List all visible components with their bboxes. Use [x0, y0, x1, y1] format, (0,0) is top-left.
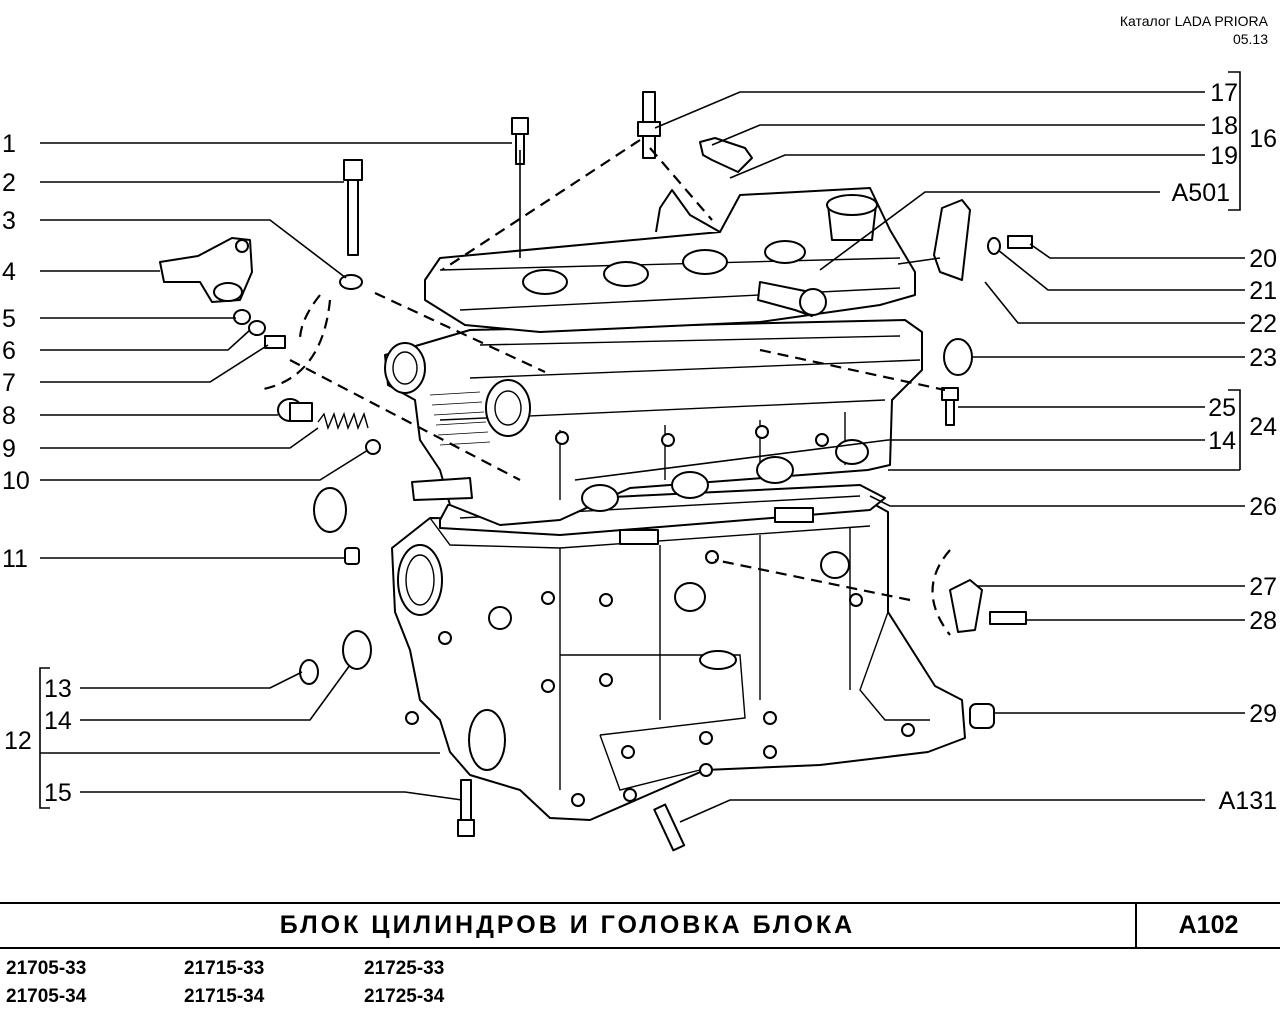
model-code: 21705-34 [6, 986, 87, 1007]
head-fins [429, 391, 491, 446]
part-15-bolt [457, 779, 475, 837]
part-2-long-bolt [343, 159, 363, 256]
callout-2: 2 [2, 169, 16, 197]
part-7-bolt [264, 335, 286, 349]
diagram-code: A102 [1178, 911, 1239, 939]
cylinder-head [384, 319, 923, 526]
part-8-plunger [277, 398, 313, 422]
part-22-bracket [933, 199, 971, 281]
part-18-hose [699, 137, 753, 173]
part-3-washer [339, 274, 363, 290]
callout-5: 5 [2, 305, 16, 333]
part-4-sensor [159, 237, 253, 303]
part-20-bolt [1007, 235, 1033, 249]
part-11-bushing [344, 547, 360, 565]
callout-21: 21 [1249, 277, 1277, 305]
model-code: 21715-34 [184, 986, 265, 1007]
callout-22: 22 [1249, 310, 1277, 338]
part-25-bolt [941, 387, 959, 426]
cylinder-block [391, 501, 966, 821]
callout-12: 12 [4, 727, 32, 755]
callout-20: 20 [1249, 245, 1277, 273]
camshaft-cover [424, 187, 916, 333]
small-parts [159, 91, 1033, 852]
group-brackets [39, 71, 1241, 809]
callout-27: 27 [1249, 573, 1277, 601]
part-29-dowel [969, 703, 995, 729]
callout-14-right: 14 [1208, 427, 1236, 455]
callout-24: 24 [1249, 413, 1277, 441]
callout-18: 18 [1210, 112, 1238, 140]
callout-29: 29 [1249, 700, 1277, 728]
title-block: БЛОК ЦИЛИНДРОВ И ГОЛОВКА БЛОКА A102 [0, 902, 1280, 949]
catalog-title: Каталог LADA PRIORA [1119, 13, 1268, 29]
callout-25: 25 [1208, 394, 1236, 422]
model-code: 21715-33 [184, 958, 265, 979]
callout-26: 26 [1249, 493, 1277, 521]
callout-23: 23 [1249, 344, 1277, 372]
dashed-assembly-lines [257, 139, 951, 636]
part-28-bolt [989, 611, 1027, 625]
part-10-ball [365, 439, 381, 455]
callout-17: 17 [1210, 79, 1238, 107]
part-13-plug [299, 659, 319, 685]
head-ports [555, 425, 869, 512]
part-27-sensor [949, 579, 983, 633]
callout-1: 1 [2, 130, 16, 158]
part-6-washer [248, 320, 266, 336]
callout-10: 10 [2, 467, 30, 495]
callout-a131: A131 [1219, 787, 1277, 815]
callout-28: 28 [1249, 607, 1277, 635]
callout-14-left: 14 [44, 707, 72, 735]
part-9-spring [317, 411, 369, 431]
callout-a501: A501 [1172, 179, 1230, 207]
part-seal-left [313, 487, 347, 533]
callout-4: 4 [2, 258, 16, 286]
callout-3: 3 [2, 207, 16, 235]
part-14-seal [342, 630, 372, 670]
callout-9: 9 [2, 435, 16, 463]
callout-8: 8 [2, 402, 16, 430]
catalog-date: 05.13 [1232, 31, 1268, 47]
callouts-left: 1 2 3 4 5 6 7 8 9 10 11 13 14 12 15 [2, 130, 72, 807]
catalog-header: Каталог LADA PRIORA 05.13 [1120, 12, 1268, 48]
part-21-washer [987, 237, 1001, 255]
part-a131-pin [653, 803, 686, 852]
callout-11: 11 [2, 545, 28, 573]
model-code: 21705-33 [6, 958, 87, 979]
engine-illustration [159, 91, 1033, 852]
part-19-pipe [655, 189, 721, 233]
callout-15: 15 [44, 779, 72, 807]
model-code: 21725-34 [364, 986, 445, 1007]
callouts-right: 17 18 19 A501 16 20 21 22 23 25 14 24 26… [1172, 79, 1277, 815]
part-23-seal [943, 338, 973, 376]
callout-13: 13 [44, 675, 72, 703]
callout-16: 16 [1249, 125, 1277, 153]
part-17-stud [637, 91, 661, 159]
leader-lines [40, 91, 1245, 823]
callout-6: 6 [2, 337, 16, 365]
callout-7: 7 [2, 369, 16, 397]
block-bolt-holes [405, 550, 915, 807]
model-code: 21725-33 [364, 958, 445, 979]
part-5-ring [233, 309, 251, 325]
callout-19: 19 [1210, 142, 1238, 170]
diagram-title: БЛОК ЦИЛИНДРОВ И ГОЛОВКА БЛОКА [0, 904, 1137, 947]
